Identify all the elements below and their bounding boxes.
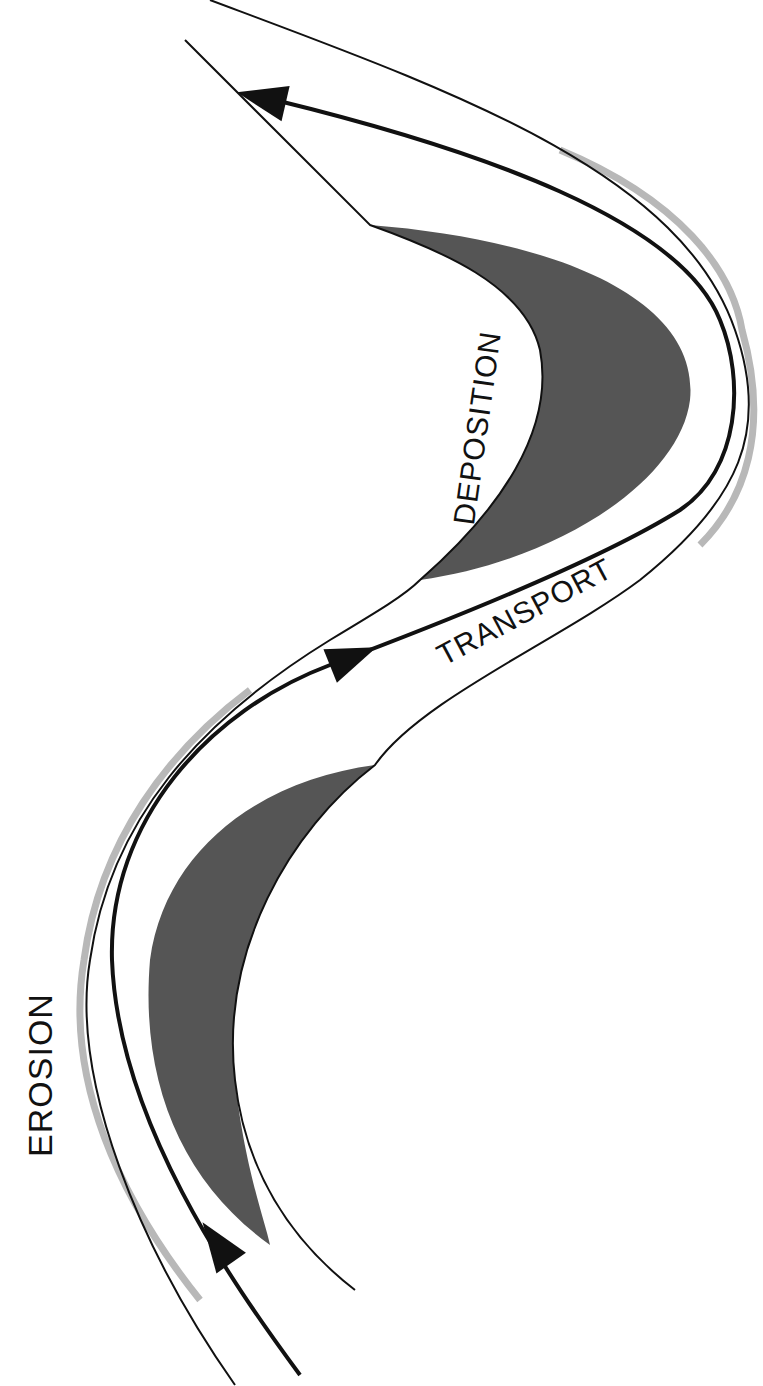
process-label: EROSION — [23, 993, 57, 1157]
flow-arrowhead — [323, 631, 383, 683]
process-label: DEPOSITION — [450, 329, 507, 526]
flow-arrowhead — [233, 75, 290, 121]
flow-line — [112, 100, 734, 1375]
river-bank — [210, 0, 749, 1290]
process-label: TRANSPORT — [433, 553, 618, 670]
river-bank — [87, 40, 543, 1385]
flow-arrowhead — [188, 1212, 246, 1274]
point-bar — [370, 225, 691, 580]
point-bar — [149, 765, 376, 1245]
